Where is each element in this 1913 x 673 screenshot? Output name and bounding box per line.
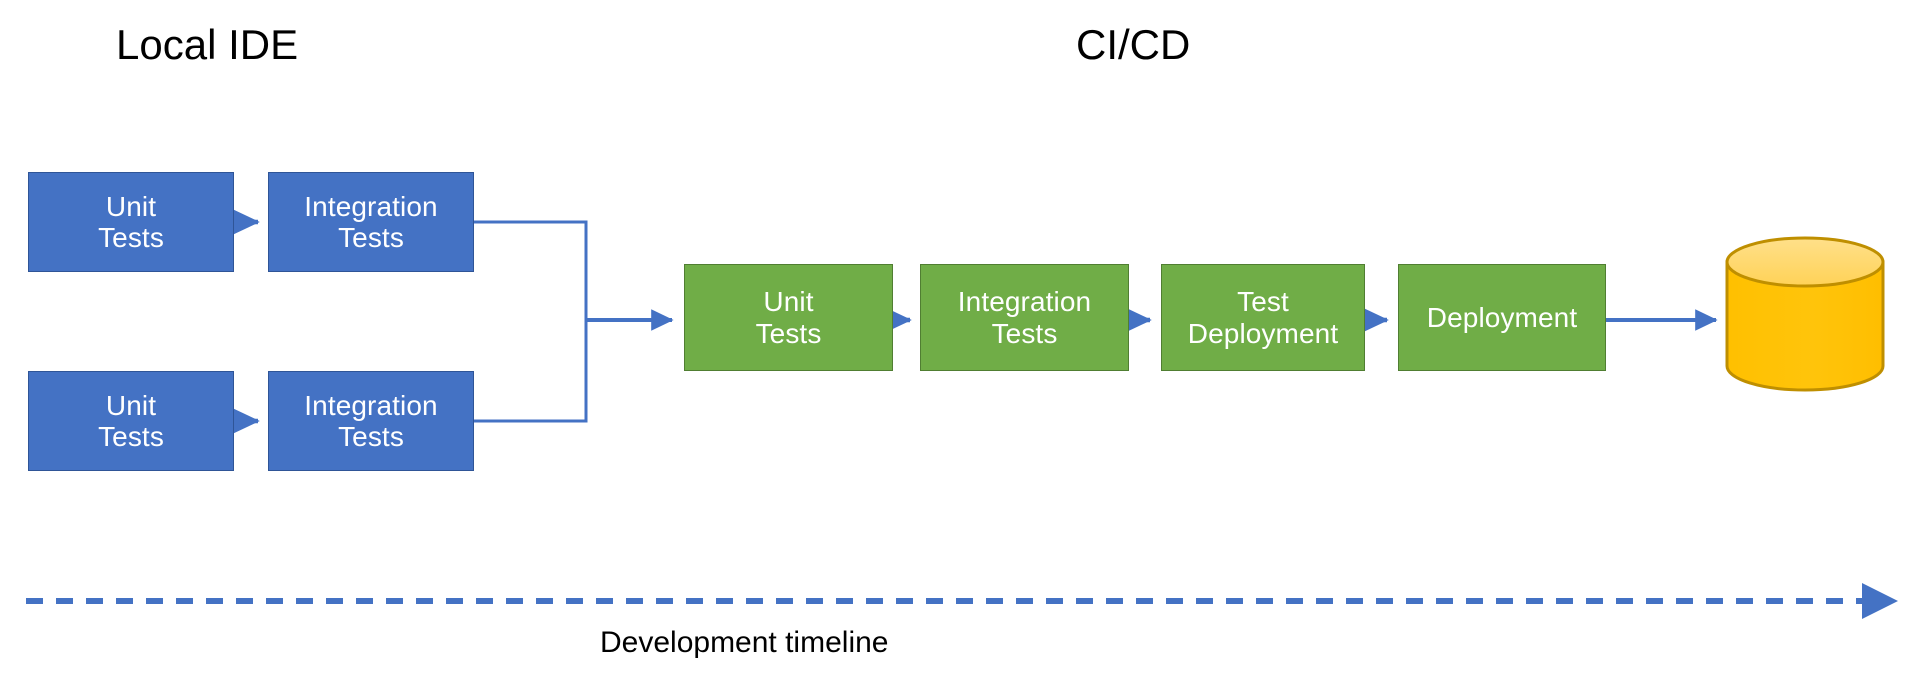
section-title-local-ide: Local IDE xyxy=(116,21,299,68)
cicd-stage-integration-tests-label: Integration Tests xyxy=(957,286,1092,349)
database-cylinder-icon xyxy=(1725,236,1885,392)
cicd-stage-integration-tests-box[interactable]: Integration Tests xyxy=(920,264,1129,371)
cicd-stage-unit-tests-box[interactable]: Unit Tests xyxy=(684,264,893,371)
cicd-stage-deployment-label: Deployment xyxy=(1426,301,1578,333)
local-row2-unit-tests-label: Unit Tests xyxy=(98,389,164,452)
local-row1-integration-tests-label: Integration Tests xyxy=(304,190,438,253)
local-row1-unit-tests-label: Unit Tests xyxy=(98,190,164,253)
cicd-stage-deployment-box[interactable]: Deployment xyxy=(1398,264,1606,371)
development-timeline-arrowhead xyxy=(1862,583,1898,619)
section-title-cicd: CI/CD xyxy=(1076,21,1191,68)
connector-merge-bracket xyxy=(474,220,588,423)
development-timeline-label: Development timeline xyxy=(600,626,889,659)
local-row1-unit-tests-box[interactable]: Unit Tests xyxy=(28,172,234,272)
local-row1-integration-tests-box[interactable]: Integration Tests xyxy=(268,172,474,272)
cicd-stage-test-deployment-label: Test Deployment xyxy=(1187,286,1339,349)
cicd-stage-test-deployment-box[interactable]: Test Deployment xyxy=(1161,264,1365,371)
cicd-stage-unit-tests-label: Unit Tests xyxy=(755,286,822,349)
local-row2-unit-tests-box[interactable]: Unit Tests xyxy=(28,371,234,471)
local-row2-integration-tests-label: Integration Tests xyxy=(304,389,438,452)
local-row2-integration-tests-box[interactable]: Integration Tests xyxy=(268,371,474,471)
